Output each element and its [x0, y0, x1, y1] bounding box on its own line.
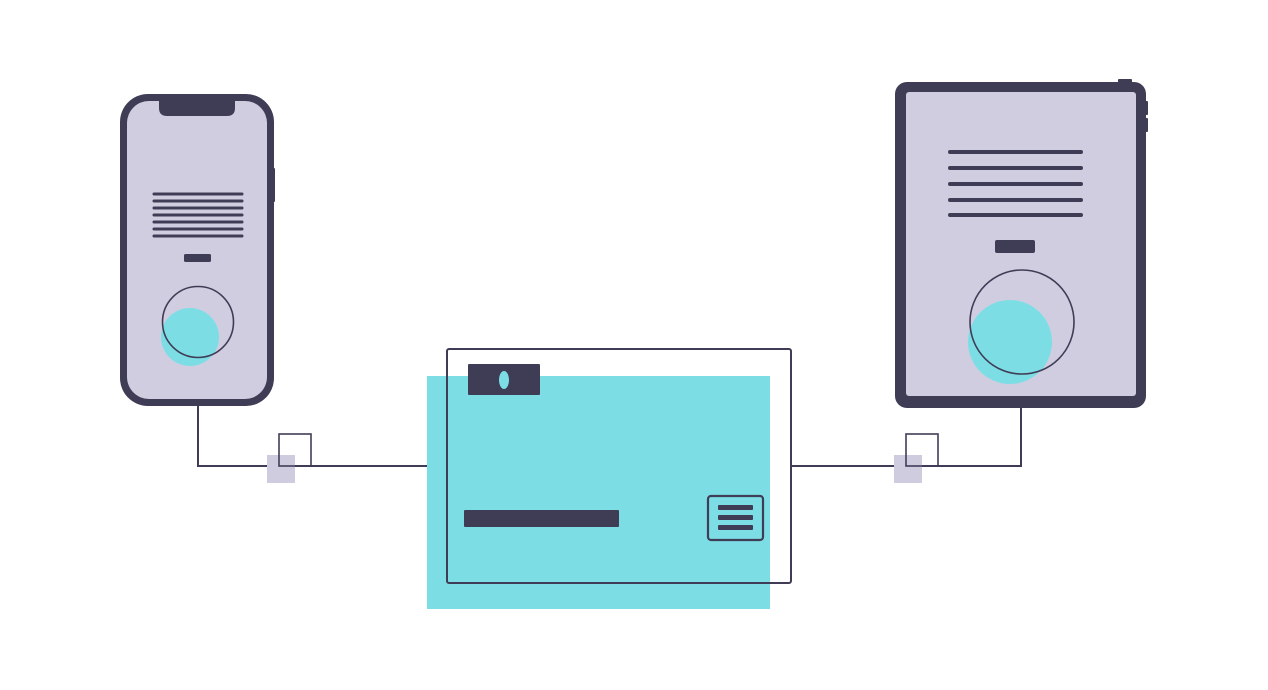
phone-small-button	[184, 254, 211, 262]
connection-lines	[197, 404, 1022, 467]
card-accent-background	[427, 376, 770, 609]
connector-node-left-icon	[267, 433, 312, 483]
tablet-small-button	[995, 240, 1035, 253]
menu-lines-icon	[706, 494, 765, 542]
card-to-tablet-line	[792, 406, 1022, 467]
tablet-text-lines	[948, 150, 1083, 217]
phone-fingerprint-button-icon	[161, 285, 235, 366]
phone-to-card-line	[197, 404, 427, 467]
card-number-bar	[464, 510, 619, 527]
phone-text-lines	[152, 192, 244, 238]
tablet-icon	[895, 79, 1148, 408]
tablet-fingerprint-button-icon	[968, 269, 1075, 384]
connector-node-right-icon	[894, 433, 939, 483]
phone-icon	[120, 94, 275, 406]
card-outline	[446, 348, 792, 584]
credit-card-icon	[427, 348, 792, 609]
card-chip-icon	[468, 364, 540, 395]
